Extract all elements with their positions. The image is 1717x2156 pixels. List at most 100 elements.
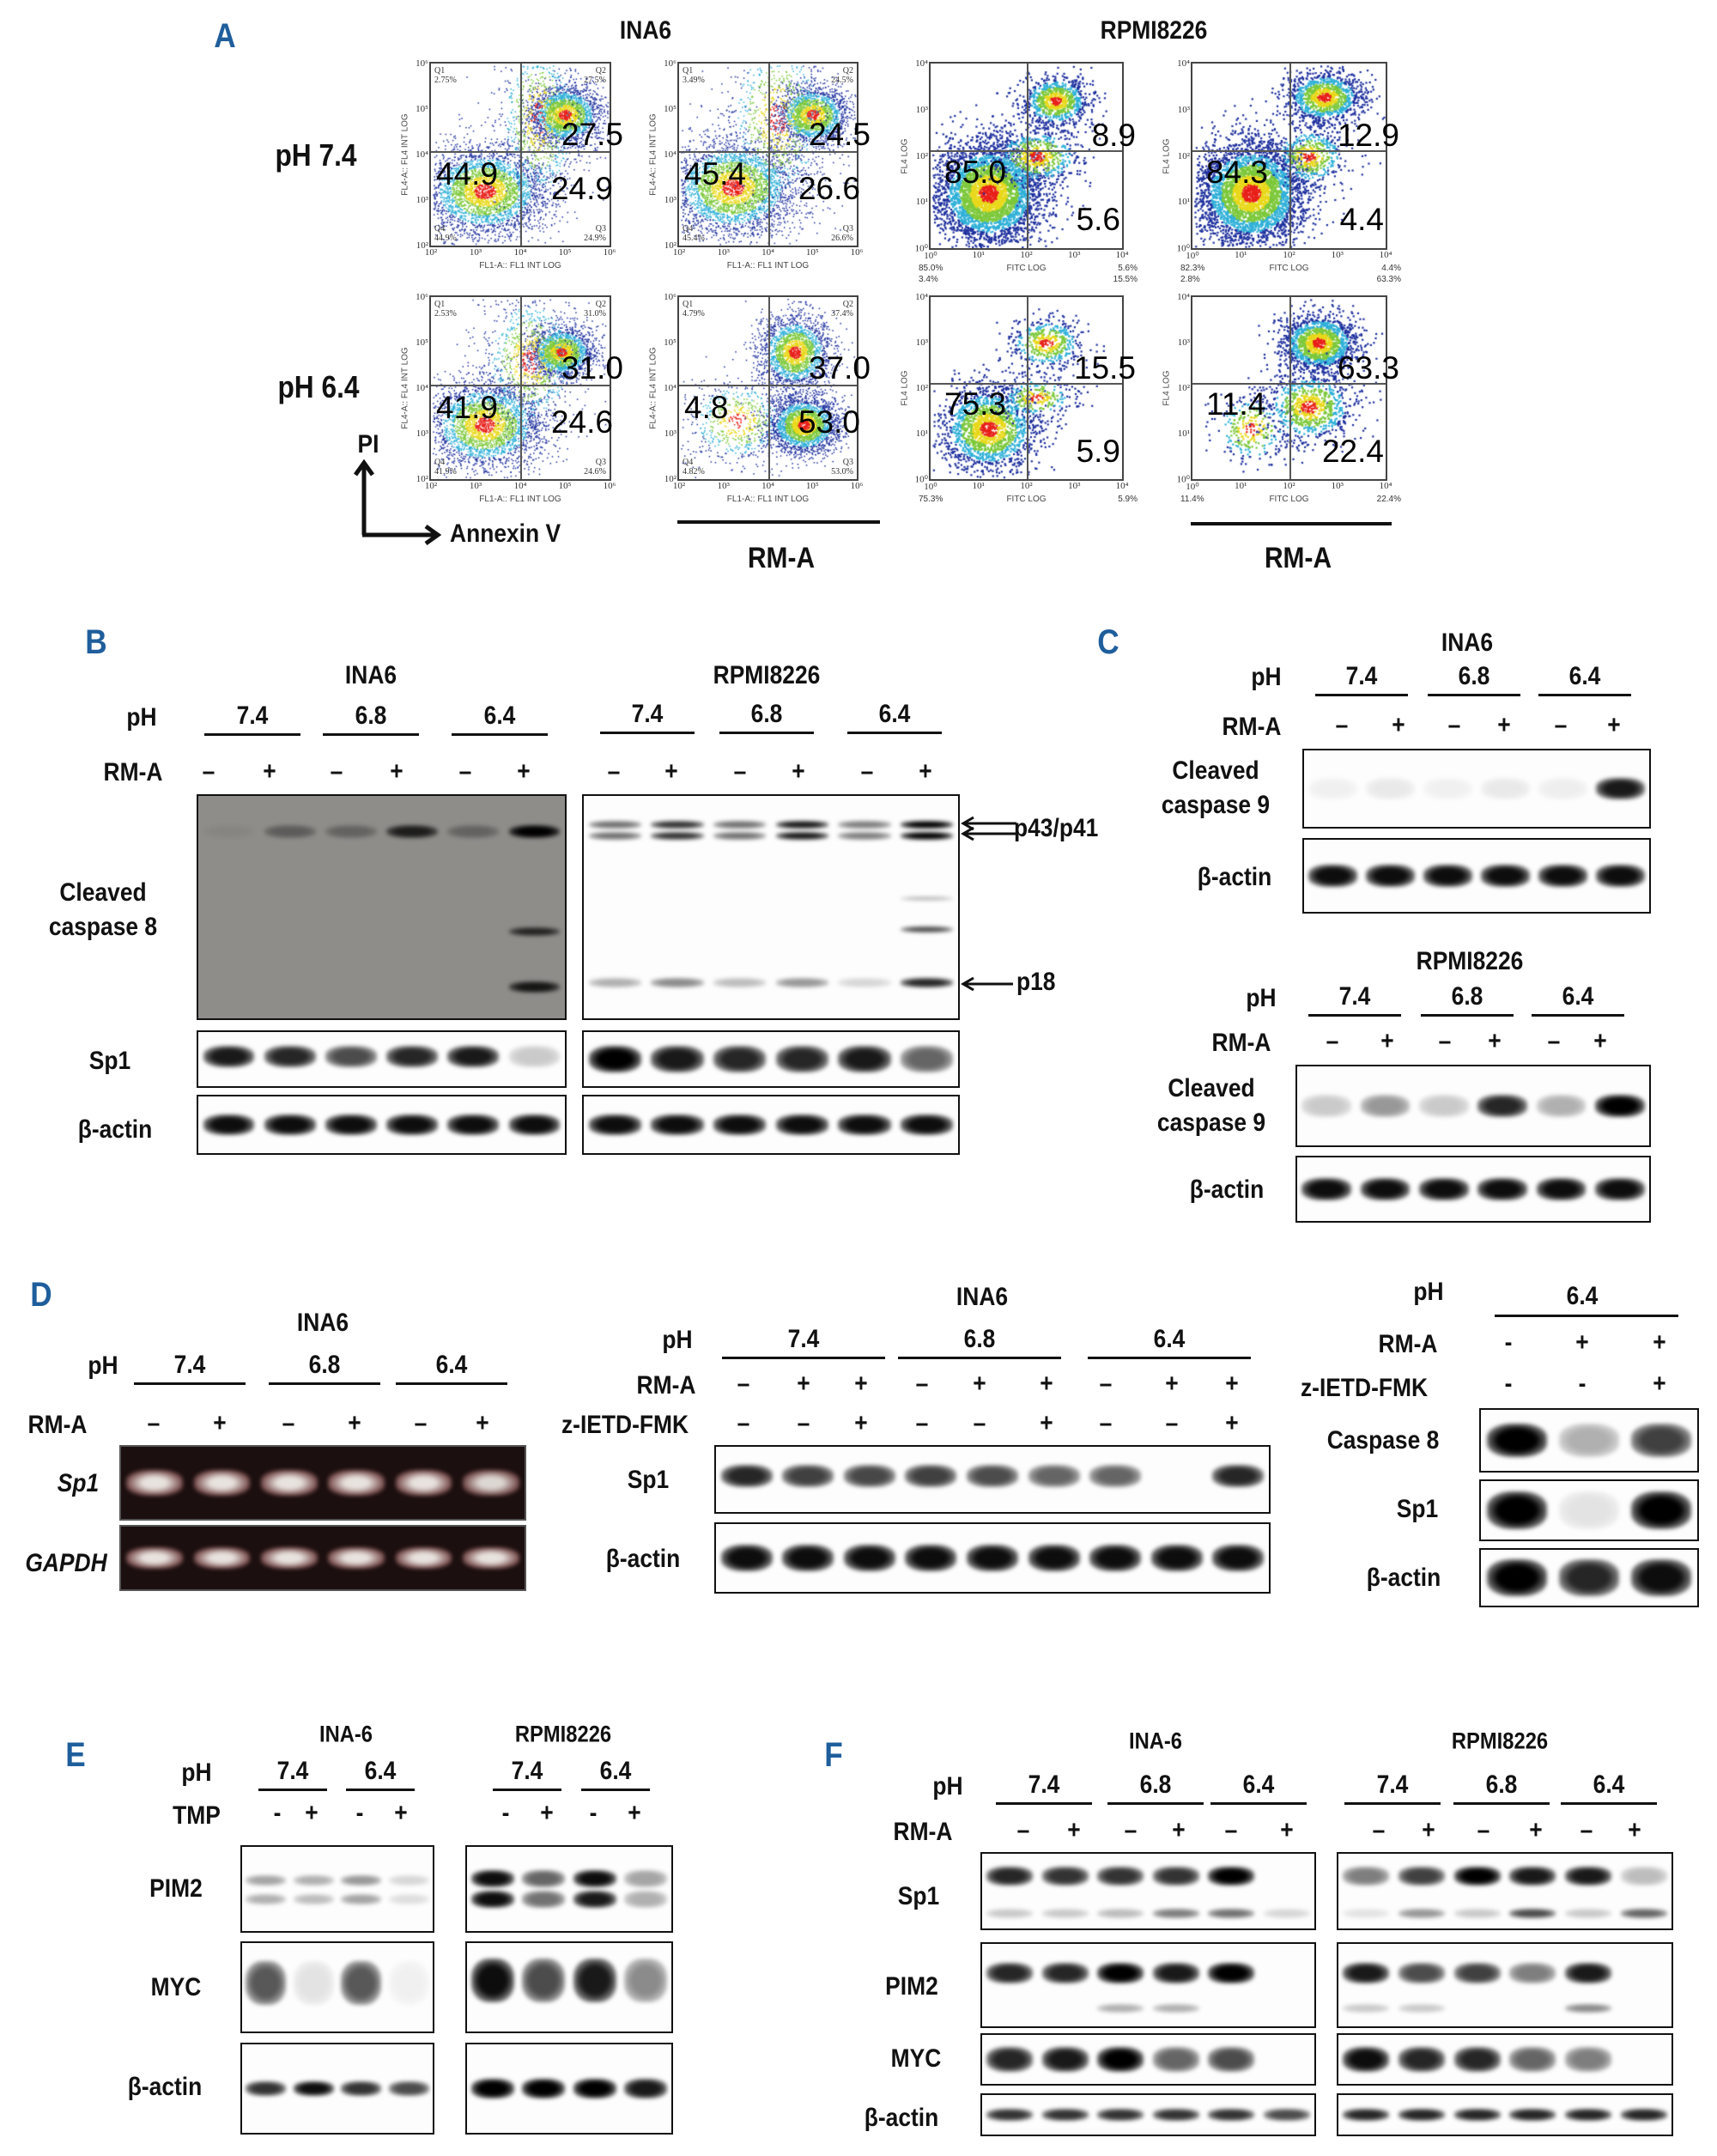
band [1398, 1867, 1446, 1886]
band [1509, 1909, 1556, 1918]
quadrant-percentage: 4.8 [684, 390, 729, 426]
ph-value: 6.4 [1242, 1770, 1275, 1799]
rma-sign: + [1575, 1328, 1589, 1357]
band [341, 1875, 382, 1886]
x-tick-label: 10⁴ [1379, 250, 1392, 260]
band [588, 978, 641, 987]
rma-sign: – [1447, 711, 1461, 739]
band [1509, 2047, 1556, 2072]
band [508, 981, 561, 993]
rma-sign: + [1488, 1027, 1502, 1055]
rma-label: RM-A [1211, 1029, 1271, 1057]
x-tick-label: 10¹ [972, 481, 985, 491]
ph-underline [1538, 694, 1631, 696]
rma-sign: – [147, 1409, 161, 1437]
band [1263, 1909, 1310, 1918]
band [341, 2081, 382, 2096]
y-tick-label: 10⁶ [416, 58, 428, 69]
x-axis-title: FITC LOG [1269, 264, 1309, 273]
band [775, 832, 828, 841]
band [1538, 778, 1587, 799]
quadrant-name: Q1 [683, 300, 694, 309]
x-tick-label: 10¹ [1235, 481, 1247, 491]
ph-underline [1344, 1802, 1441, 1805]
quadrant-percentage: 24.9 [550, 171, 613, 207]
row-label-cleaved: Cleaved [59, 878, 147, 907]
ph-value: 6.8 [963, 1325, 996, 1353]
band [1398, 1909, 1446, 1918]
ph-label: pH [1413, 1278, 1444, 1306]
band [782, 1544, 834, 1572]
rma-sign: – [1547, 1027, 1561, 1055]
ph-underline [1532, 1014, 1624, 1017]
ph-underline [1088, 1357, 1251, 1359]
band [1208, 2109, 1255, 2121]
quadrant-name: Q3 [595, 224, 606, 234]
y-tick-label: 10¹ [1177, 197, 1190, 208]
blot-rpmi-myc [465, 1941, 673, 2033]
x-axis-title: FITC LOG [1269, 495, 1309, 504]
row-label-sp1: Sp1 [88, 1047, 131, 1075]
quadrant-percent: 24.5% [831, 76, 853, 85]
ph-underline [1107, 1802, 1204, 1805]
ph-value: 7.4 [787, 1325, 820, 1353]
ina6-title: INA-6 [319, 1721, 373, 1747]
quadrant-percentage: 15.5 [1073, 349, 1136, 386]
ph-value: 6.4 [878, 700, 911, 728]
rma-sign: + [1628, 1816, 1641, 1844]
axis-arrows-icon [353, 459, 442, 546]
x-tick-label: 10³ [1068, 481, 1081, 491]
corner-percent: 82.3% [1180, 264, 1205, 273]
corner-percent-left: 82.3%2.8% [1180, 263, 1204, 285]
ph-label: pH [1246, 984, 1277, 1012]
band [1208, 2047, 1255, 2072]
rma-label: RM-A [1222, 713, 1282, 741]
band [1558, 1491, 1620, 1530]
y-tick-label: 10³ [416, 428, 428, 439]
inhibitor-sign: + [1653, 1370, 1666, 1398]
band [713, 978, 767, 987]
corner-percent: 3.4% [919, 275, 938, 284]
band [1536, 1178, 1587, 1200]
ph-underline [719, 732, 814, 734]
band [901, 978, 954, 987]
rma-sign: – [1326, 1027, 1339, 1055]
quadrant-gate-horizontal [1192, 150, 1386, 153]
quadrant-percent: 53.0% [831, 467, 853, 477]
rma-sign: – [414, 1409, 428, 1437]
band [901, 926, 954, 933]
blot-ina6-myc [240, 1941, 434, 2033]
corner-percent: 11.4% [1180, 495, 1204, 504]
y-axis-title: FL4 LOG [900, 370, 910, 406]
band [193, 1546, 251, 1570]
band [966, 1544, 1019, 1572]
band [1343, 1962, 1390, 1983]
rma-sign: – [1335, 711, 1349, 739]
row-label-caspase-8: Caspase 8 [1326, 1426, 1440, 1455]
blot-ina6-pim2 [240, 1845, 434, 1933]
panel-letter-d: D [30, 1276, 52, 1314]
row-label-cleaved: Cleaved [1172, 756, 1259, 785]
quadrant-name: Q1 [434, 66, 446, 76]
ph-label: pH [932, 1772, 963, 1801]
band [388, 1893, 429, 1904]
blot-rpmi-myc [1337, 2033, 1673, 2086]
band [588, 821, 641, 829]
quadrant-gate-horizontal [931, 382, 1122, 385]
band [1558, 1559, 1620, 1596]
x-axis-title: FL1-A:: FL1 INT LOG [726, 495, 810, 504]
y-tick-label: 10⁴ [416, 149, 428, 160]
tmp-sign: - [355, 1799, 364, 1827]
marker-p18: p18 [1016, 968, 1056, 996]
axis-label-pi: PI [357, 430, 379, 459]
row-label-pim2: PIM2 [149, 1874, 203, 1903]
row-label-caspase-8: caspase 8 [48, 913, 158, 941]
band [838, 978, 891, 987]
band [328, 1470, 385, 1496]
y-tick-label: 10⁴ [416, 383, 428, 393]
band [713, 832, 767, 841]
